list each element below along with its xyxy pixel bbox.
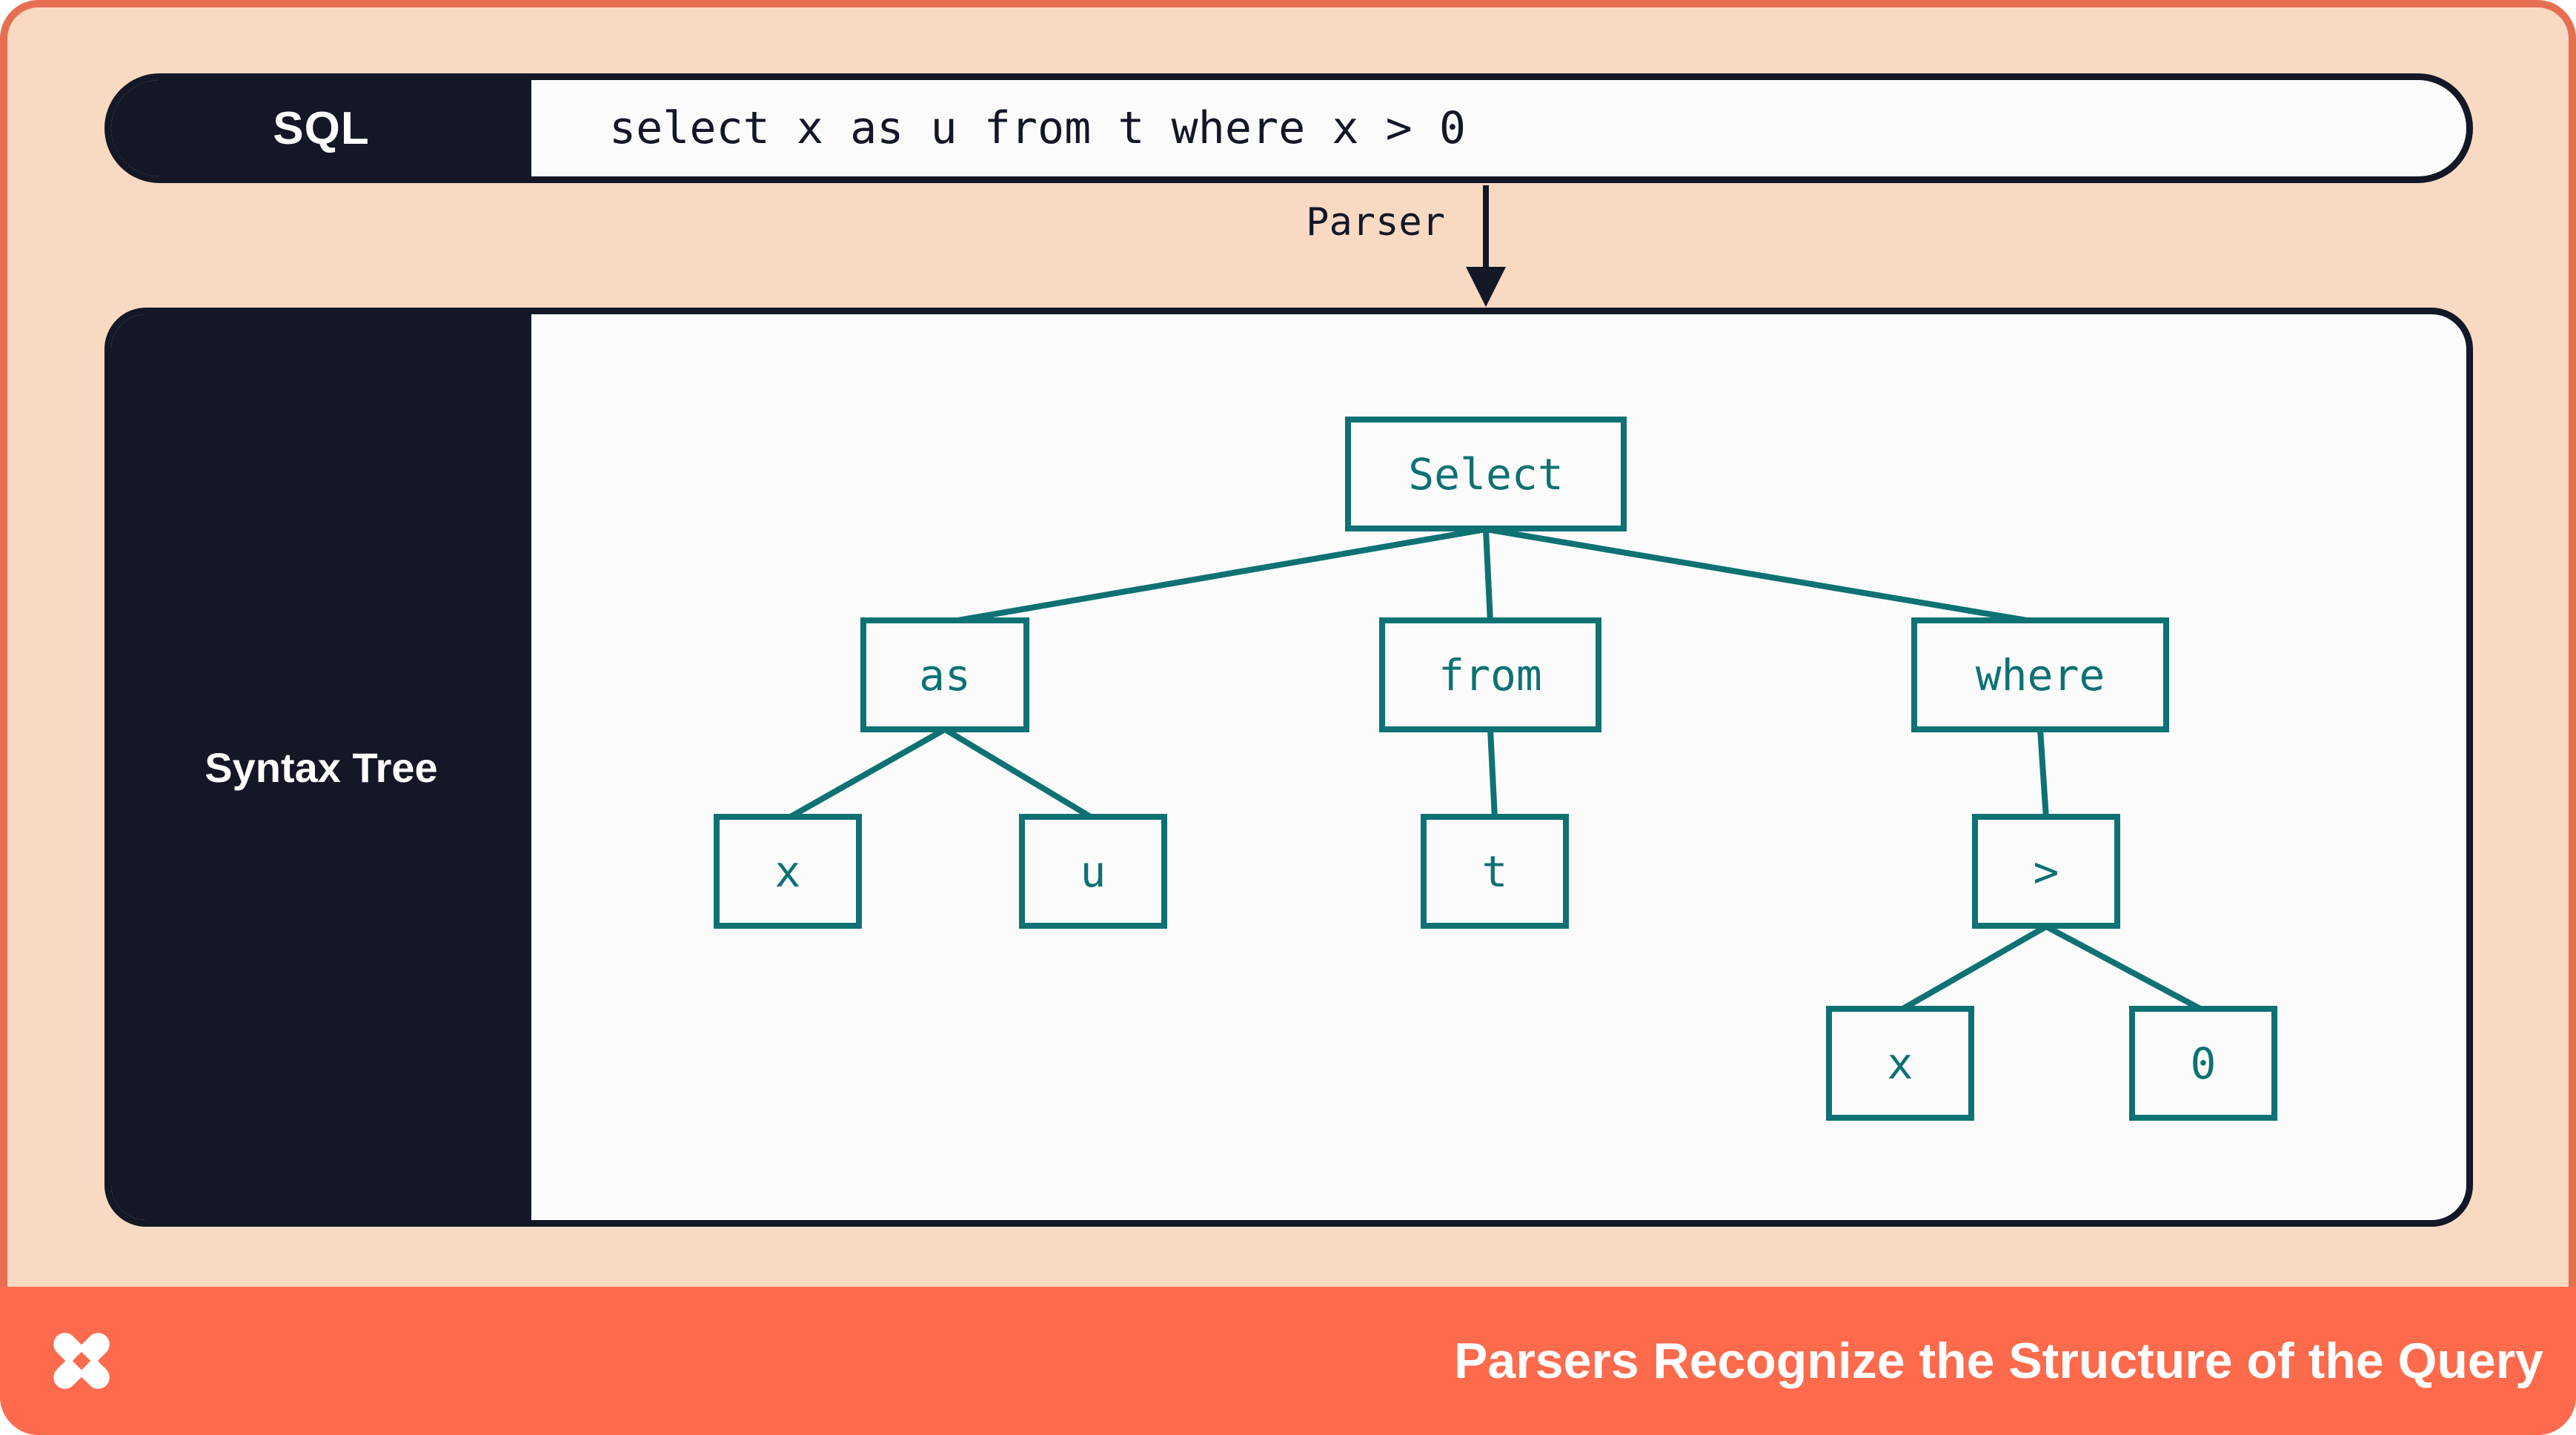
sql-query-text: select x as u from t where x > 0 <box>609 102 1466 154</box>
footer-title: Parsers Recognize the Structure of the Q… <box>1454 1333 2543 1389</box>
tree-node-from-label: from <box>1438 649 1542 700</box>
tree-node-zero-operand: 0 <box>2129 1006 2277 1121</box>
footer-bar: Parsers Recognize the Structure of the Q… <box>0 1287 2576 1435</box>
syntax-tree-label: Syntax Tree <box>205 743 438 791</box>
sql-label: SQL <box>273 102 370 154</box>
tree-node-u-alias-target-label: u <box>1080 846 1106 897</box>
tree-node-where-label: where <box>1975 649 2105 700</box>
tree-node-t-table: t <box>1421 814 1569 929</box>
sql-label-section: SQL <box>111 80 531 176</box>
tree-node-greater-than: > <box>1972 814 2120 929</box>
tree-node-zero-operand-label: 0 <box>2190 1038 2217 1089</box>
dolt-logo-icon <box>53 1333 110 1389</box>
tree-node-select-label: Select <box>1408 448 1564 500</box>
tree-node-as-label: as <box>919 649 971 700</box>
tree-node-x-operand-label: x <box>1887 1038 1913 1089</box>
tree-node-x-alias-source-label: x <box>774 846 801 897</box>
syntax-tree-sidebar: Syntax Tree <box>111 314 531 1220</box>
tree-node-select: Select <box>1345 417 1627 531</box>
tree-node-where: where <box>1911 617 2169 732</box>
syntax-tree-panel: Syntax Tree <box>104 308 2473 1227</box>
tree-node-from: from <box>1379 617 1601 732</box>
sql-bar: SQL select x as u from t where x > 0 <box>104 73 2473 183</box>
tree-node-x-operand: x <box>1826 1006 1974 1121</box>
tree-node-as: as <box>860 617 1029 732</box>
parser-label: Parser <box>1306 200 1445 245</box>
tree-node-greater-than-label: > <box>2033 846 2059 897</box>
tree-node-u-alias-target: u <box>1019 814 1167 929</box>
tree-node-x-alias-source: x <box>714 814 862 929</box>
tree-node-t-table-label: t <box>1481 846 1508 897</box>
